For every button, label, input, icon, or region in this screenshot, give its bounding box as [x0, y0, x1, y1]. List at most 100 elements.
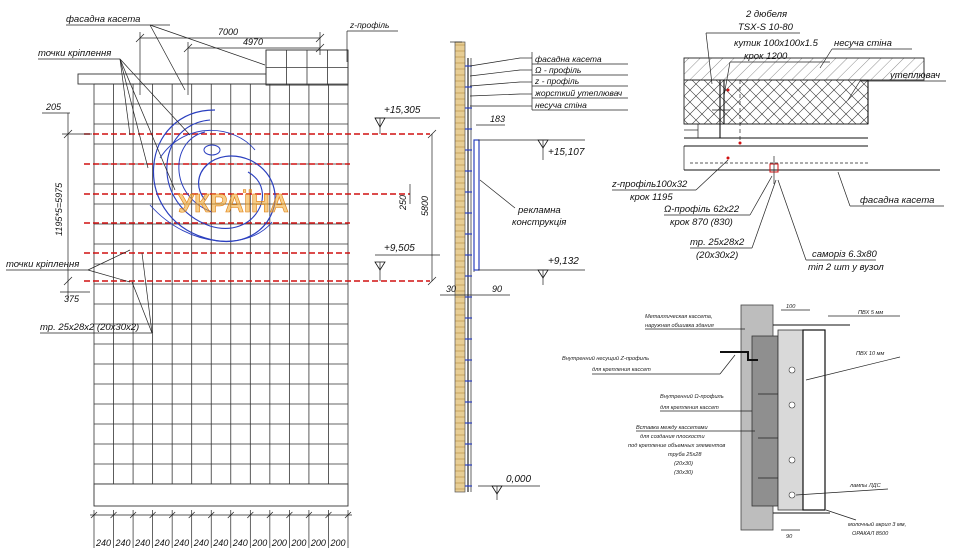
dim-205: 205	[45, 102, 62, 112]
dim-90: 90	[492, 284, 502, 294]
svg-text:+9,505: +9,505	[384, 243, 415, 254]
facade-cassette-grid	[93, 83, 349, 485]
insert-ru-label-3: под крепление объемных элементов	[628, 443, 725, 449]
section-legend: фасадна касета Ω - профіль z - профіль ж…	[469, 52, 628, 111]
insert-ru-label-1: Вставка между кассетами	[636, 425, 708, 431]
ruler-label: 240	[154, 538, 170, 548]
ruler-tick-mark	[325, 511, 332, 519]
omega-ru-label-2: для крепления кассет	[660, 405, 719, 411]
advert-label-1: рекламна	[517, 205, 561, 216]
lamps-label: лампы ЛДС	[849, 483, 882, 489]
advert-label-2: конструкція	[512, 217, 566, 228]
facade-cassette-label: фасадна касета	[66, 14, 140, 25]
ruler-label: 200	[251, 538, 267, 548]
ruler-tick-mark	[286, 511, 293, 519]
fixing-lines	[84, 133, 430, 282]
level-mark-9132: +9,132	[478, 256, 585, 285]
pipe-detail-label-1: тр. 25х28х2	[690, 237, 745, 248]
ruler-tick-mark	[305, 511, 313, 519]
fixing-points-top-label: точки кріплення	[38, 48, 111, 59]
roof-parapet	[77, 73, 289, 85]
detail-horizontal-section: 2 дюбеля TSX-S 10-80 кутик 100х100х1.5 к…	[611, 9, 946, 273]
zprofile-label-1: z-профіль100х32	[611, 179, 688, 190]
dim-30: 30	[446, 284, 456, 294]
dowels-label-2: TSX-S 10-80	[738, 22, 794, 33]
section-advert-panel	[473, 139, 480, 271]
facade-elevation: УКРАЇНА 7000 4970 z-профіль фасадна касе…	[6, 14, 440, 548]
ruler-tick-mark	[188, 511, 195, 519]
level-mark-15305: +15,305	[374, 105, 440, 134]
fixing-points-bottom-label: точки кріплення	[6, 259, 79, 270]
ruler-label: 200	[329, 538, 345, 548]
omega-label-1: Ω-профіль 62х22	[664, 204, 740, 215]
bearing-wall	[683, 57, 925, 81]
ruler-label: 200	[310, 538, 326, 548]
pvc10-label: ПВХ 10 мм	[856, 351, 884, 357]
ruler-label: 240	[212, 538, 228, 548]
dowels-label-1: 2 дюбеля	[745, 9, 787, 20]
level-mark-15107: +15,107	[478, 139, 585, 160]
acrylic-label-2: ОРАКАЛ 8500	[852, 531, 889, 537]
z-profile-ru-label-1: Внутренний несущий Z-профиль	[562, 355, 649, 362]
cassette-detail-label: фасадна касета	[860, 195, 934, 206]
insulation-label: утеплювач	[889, 70, 940, 81]
z-profile-label: z-профіль	[349, 20, 389, 30]
svg-text:0,000: 0,000	[506, 474, 531, 485]
acrylic-label-1: молочный акрил 3 мм,	[848, 521, 906, 528]
legend-item: жорсткий утеплювач	[534, 88, 623, 98]
ruler-tick-mark	[266, 511, 274, 519]
pvc5-label: ПВХ 5 мм	[858, 310, 883, 316]
z-profile-ru-label-2: для крепления кассет	[592, 367, 651, 373]
lightbox-insulation	[751, 335, 779, 507]
legend-item: фасадна касета	[535, 54, 602, 64]
metal-cassette-label-1: Металлическая кассета,	[645, 314, 712, 320]
dim-100: 100	[786, 304, 796, 310]
screw-label-2: тіп 2 шт у вузол	[808, 262, 884, 273]
svg-text:+15,305: +15,305	[384, 105, 421, 116]
ruler-tick-mark	[344, 511, 352, 519]
ruler-label: 240	[193, 538, 209, 548]
wall-label: несуча стіна	[834, 38, 892, 49]
dim-250: 250	[398, 195, 408, 211]
insulation-layer	[683, 79, 869, 125]
omega-ru-label-1: Внутренний Ω-профиль	[660, 393, 724, 400]
dim-5800: 5800	[420, 196, 430, 216]
pipe-label: тр. 25х28х2 (20х30х2)	[40, 322, 139, 333]
dim-90-bottom: 90	[786, 534, 793, 540]
omega-label-2: крок 870 (830)	[670, 217, 733, 228]
ruler-tick-mark	[207, 511, 215, 519]
ruler-label: 240	[95, 538, 111, 548]
ruler-label: 240	[232, 538, 248, 548]
facade-plinth	[93, 483, 349, 507]
upper-block-grid	[265, 49, 349, 86]
ruler-label: 240	[115, 538, 131, 548]
insert-ru-label-2: для создания плоскости	[640, 434, 705, 440]
dim-375: 375	[64, 294, 80, 304]
dim-183: 183	[490, 114, 505, 124]
level-mark-0000: 0,000	[478, 474, 540, 500]
screw-label-1: саморіз 6.3х80	[812, 249, 878, 260]
svg-text:+15,107: +15,107	[548, 147, 585, 158]
lightbox-cavity	[777, 329, 804, 511]
insert-ru-label-5: (20х30)	[674, 461, 693, 467]
lightbox-front	[802, 329, 826, 511]
detail-lightbox-section: 100 90 Металлическая кассета, наружная о…	[562, 304, 906, 540]
section-fixings	[465, 65, 472, 487]
ruler-label: 200	[271, 538, 287, 548]
angle-label-1: кутик 100х100х1.5	[734, 38, 819, 49]
ruler-label: 200	[290, 538, 306, 548]
legend-item: несуча стіна	[535, 100, 587, 110]
legend-item: Ω - профіль	[535, 65, 581, 75]
ruler-tick-mark	[149, 511, 156, 519]
insert-ru-label-4: труба 25х28	[668, 452, 702, 458]
dim-1195x5: 1195*5=5975	[54, 182, 64, 236]
legend-item: z - профіль	[534, 76, 579, 86]
advertising-logo: УКРАЇНА	[149, 109, 289, 242]
ruler-tick-mark	[110, 511, 117, 519]
level-mark-9505: +9,505	[374, 243, 440, 281]
zprofile-label-2: крок 1195	[630, 192, 673, 203]
ruler-tick-mark	[129, 511, 137, 519]
dim-4970: 4970	[243, 37, 263, 47]
